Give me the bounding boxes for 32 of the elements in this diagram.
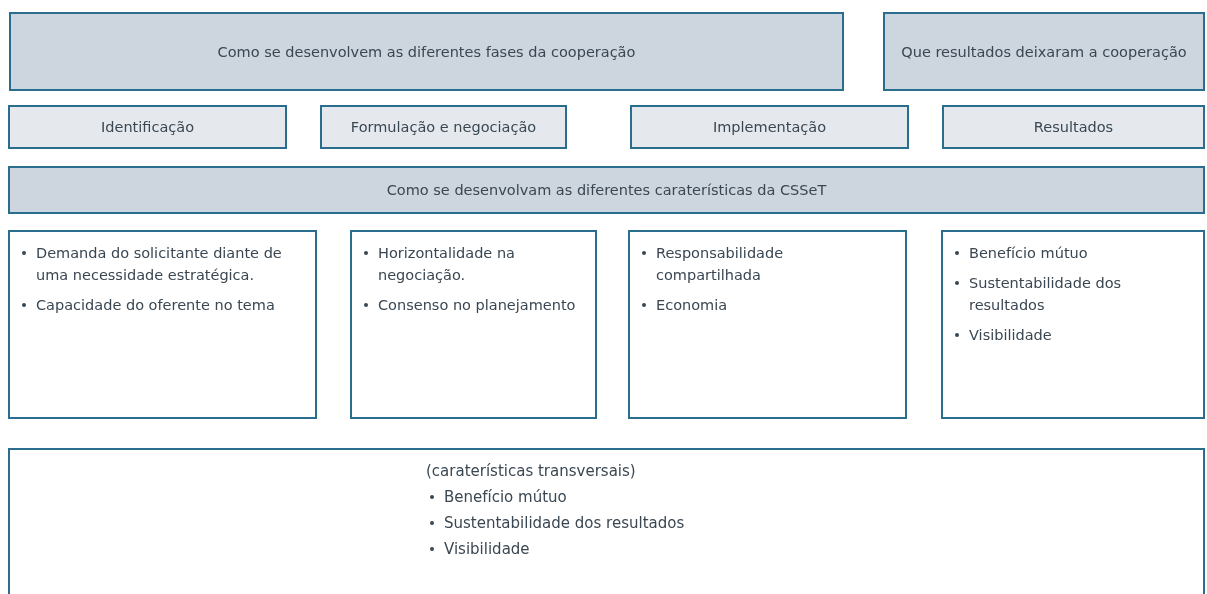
- list-item: Capacidade do oferente no tema: [36, 296, 275, 315]
- heading-box: [883, 12, 1205, 91]
- box-label: Como se desenvolvem as diferentes fases da cooperação: [217, 42, 636, 62]
- list-item: Economia: [656, 296, 728, 315]
- heading-box: [9, 12, 844, 91]
- list-item: Horizontalidade na negociação.: [378, 244, 516, 285]
- phase-box: [8, 105, 287, 149]
- feature-box: [350, 230, 597, 419]
- box-label: Que resultados deixaram a cooperação: [901, 42, 1187, 62]
- box-label: Identificação: [101, 118, 194, 137]
- box-label: Formulação e negociação: [350, 118, 537, 137]
- list-item: Responsabilidade compartilhada: [656, 244, 785, 285]
- box-label: Como se desenvolvam as diferentes caraterísticas da CSSeT: [386, 181, 827, 200]
- list-item: Benefício mútuo: [969, 244, 1088, 263]
- list-item: Visibilidade: [444, 539, 530, 560]
- list-item: Sustentabilidade dos resultados: [444, 513, 685, 534]
- list-item: Benefício mútuo: [444, 487, 567, 508]
- box-label: Implementação: [712, 118, 827, 137]
- heading-box: [8, 166, 1205, 214]
- phase-box: [320, 105, 567, 149]
- box-heading: (caraterísticas transversais): [426, 461, 637, 482]
- phase-box: [630, 105, 909, 149]
- box-label: Resultados: [1033, 118, 1114, 137]
- list-item: Demanda do solicitante diante de uma necessidade estratégica.: [36, 244, 283, 285]
- feature-box: [8, 230, 317, 419]
- list-item: Consenso no planejamento: [378, 296, 576, 315]
- transversal-box: [8, 448, 1205, 594]
- feature-box: [941, 230, 1205, 419]
- phase-box: [942, 105, 1205, 149]
- list-item: Visibilidade: [969, 326, 1052, 345]
- list-item: Sustentabilidade dos resultados: [969, 274, 1123, 315]
- feature-box: [628, 230, 907, 419]
